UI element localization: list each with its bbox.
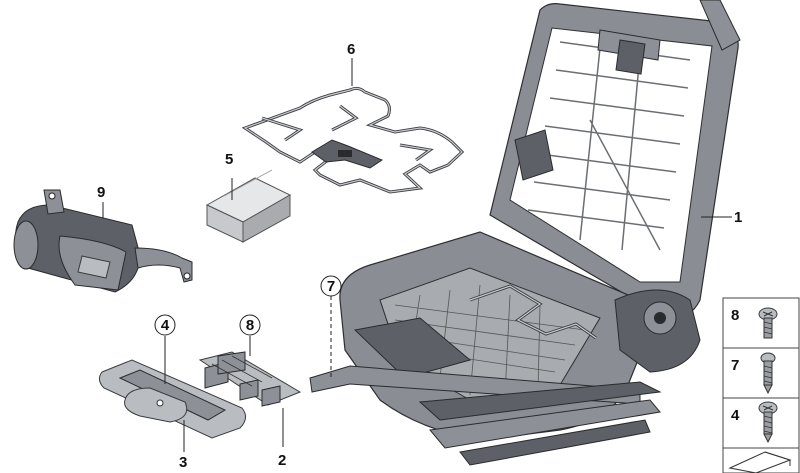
torx-pan-screw-icon: [760, 352, 776, 395]
svg-text:4: 4: [161, 317, 170, 334]
part-9-seat-motor: [13, 189, 193, 293]
clip-icon: [728, 451, 792, 473]
part-2-bracket-rack: [198, 351, 302, 407]
torx-flat-screw-icon: [758, 307, 778, 339]
circled-callout-7: 7: [320, 275, 342, 297]
part-1-seat-frame: [309, 0, 741, 466]
torx-tapping-screw-icon: [758, 401, 778, 444]
callout-1: 1: [734, 209, 742, 226]
part-3-seat-tray: [98, 359, 246, 439]
circled-callout-8: 8: [239, 314, 261, 336]
circled-callout-4: 4: [154, 314, 176, 336]
callout-3: 3: [179, 454, 187, 471]
part-5-foam-pad: [205, 169, 292, 243]
callout-6: 6: [347, 41, 355, 58]
fastener-legend-panel: 8 7 4: [722, 297, 800, 473]
part-6-heating-mat-wire: [241, 86, 465, 194]
svg-text:8: 8: [246, 317, 254, 334]
callout-2: 2: [278, 452, 286, 469]
callout-9: 9: [97, 184, 105, 201]
legend-label-7: 7: [731, 357, 739, 374]
callout-5: 5: [225, 151, 233, 168]
legend-label-8: 8: [731, 307, 739, 324]
legend-label-4: 4: [731, 407, 740, 424]
svg-text:7: 7: [327, 278, 335, 295]
leader-lines: [102, 58, 732, 452]
